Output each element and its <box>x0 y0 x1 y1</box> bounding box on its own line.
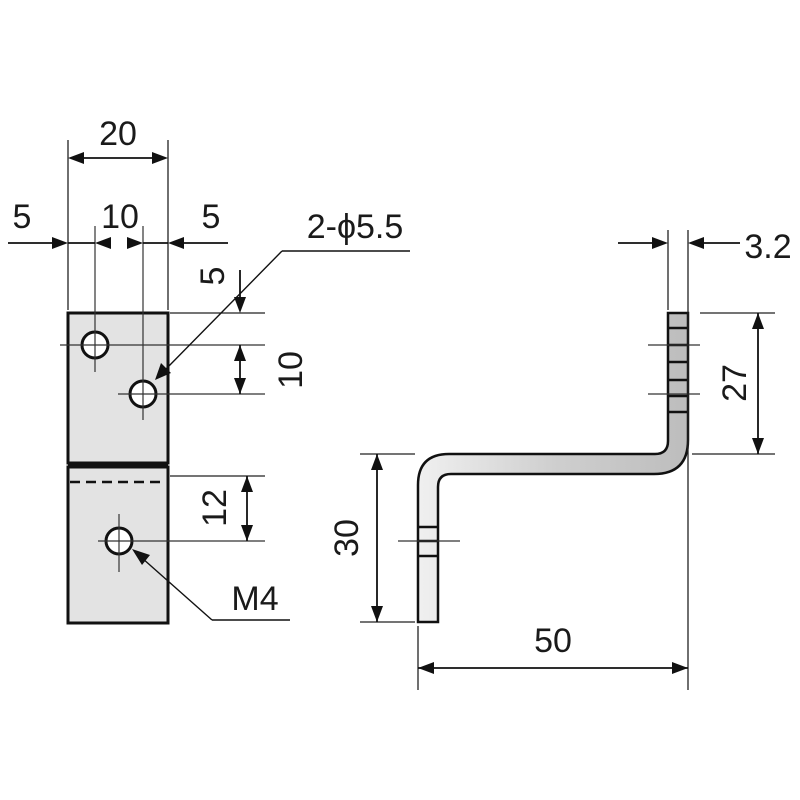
dim-v12-arrow-top <box>241 476 253 492</box>
dim-27-arrow-bottom <box>752 438 764 454</box>
dim-3.2-arrow-left <box>652 237 668 249</box>
dim-50-arrow-right <box>672 662 688 674</box>
dim-20-arrow-left <box>68 152 84 164</box>
dim-50-label: 50 <box>534 622 572 660</box>
tap-callout-label: M4 <box>231 580 278 618</box>
hole-leader-diagonal <box>164 250 283 371</box>
dim-30-arrow-top <box>371 454 383 470</box>
tap-leader-arrow <box>132 549 150 565</box>
dim-27-label: 27 <box>716 364 754 402</box>
dim-50-arrow-left <box>418 662 434 674</box>
dim-30-arrow-bottom <box>371 606 383 622</box>
dim-v12-label: 12 <box>196 489 234 527</box>
dim-27-arrow-top <box>752 313 764 329</box>
hole-leader-arrow <box>155 363 171 380</box>
dim-5-right-label: 5 <box>202 198 221 236</box>
dim-3.2-arrow-right <box>688 237 704 249</box>
side-view: 3.2 27 30 50 <box>328 228 792 690</box>
dim-v10-arrow-top <box>234 345 246 361</box>
dim-v5-label: 5 <box>194 267 232 286</box>
dim-v12-arrow-bottom <box>241 525 253 541</box>
hole-callout-label: 2-ϕ5.5 <box>307 208 404 246</box>
dim-5-left-arrow <box>52 237 68 249</box>
dim-20-label: 20 <box>99 115 137 153</box>
dim-10-label: 10 <box>101 198 139 236</box>
dim-v5-arrow <box>234 297 246 313</box>
dim-5-right-arrow <box>168 237 184 249</box>
dim-30-label: 30 <box>328 519 366 557</box>
dim-10-arrow-right <box>127 237 143 249</box>
dim-10-arrow-left <box>95 237 111 249</box>
front-view: 20 5 10 5 5 10 12 2-ϕ5.5 <box>8 115 410 625</box>
dim-3.2-label: 3.2 <box>744 228 791 266</box>
tap-leader-diagonal <box>141 557 213 621</box>
dim-v10-label: 10 <box>272 351 310 389</box>
bracket-profile <box>416 311 690 624</box>
dim-5-left-label: 5 <box>13 198 32 236</box>
dim-v10-arrow-bottom <box>234 378 246 394</box>
dim-20-arrow-right <box>152 152 168 164</box>
